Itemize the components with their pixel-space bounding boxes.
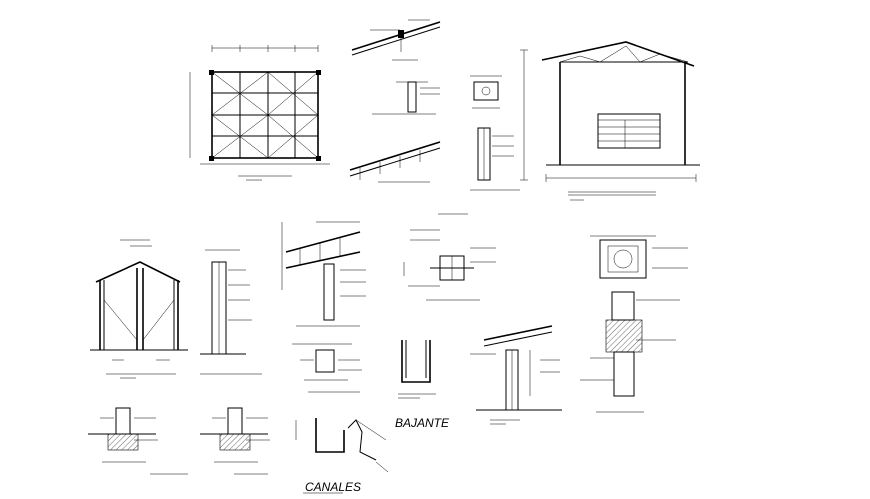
roof-connection-details bbox=[349, 19, 441, 183]
truss-support-detail bbox=[281, 221, 366, 327]
anchor-detail-left bbox=[88, 407, 188, 475]
anchor-detail-right bbox=[200, 407, 270, 475]
portico-elevation bbox=[520, 41, 700, 201]
column-base-plan bbox=[403, 213, 496, 301]
canales-label: CANALES bbox=[305, 480, 361, 494]
column-plate-detail bbox=[470, 75, 520, 191]
bajante-label: BAJANTE bbox=[395, 416, 450, 430]
eave-gutter-detail bbox=[470, 325, 562, 425]
downspout-detail: BAJANTE bbox=[395, 340, 450, 430]
lateral-elevation-v1 bbox=[90, 239, 188, 379]
footing-pedestal-detail bbox=[580, 235, 688, 413]
foundation-plan-detail bbox=[189, 45, 330, 181]
gutter-profile-detail: CANALES bbox=[295, 418, 389, 494]
beam-section-detail bbox=[292, 343, 362, 393]
member-elevation-detail bbox=[200, 249, 262, 375]
